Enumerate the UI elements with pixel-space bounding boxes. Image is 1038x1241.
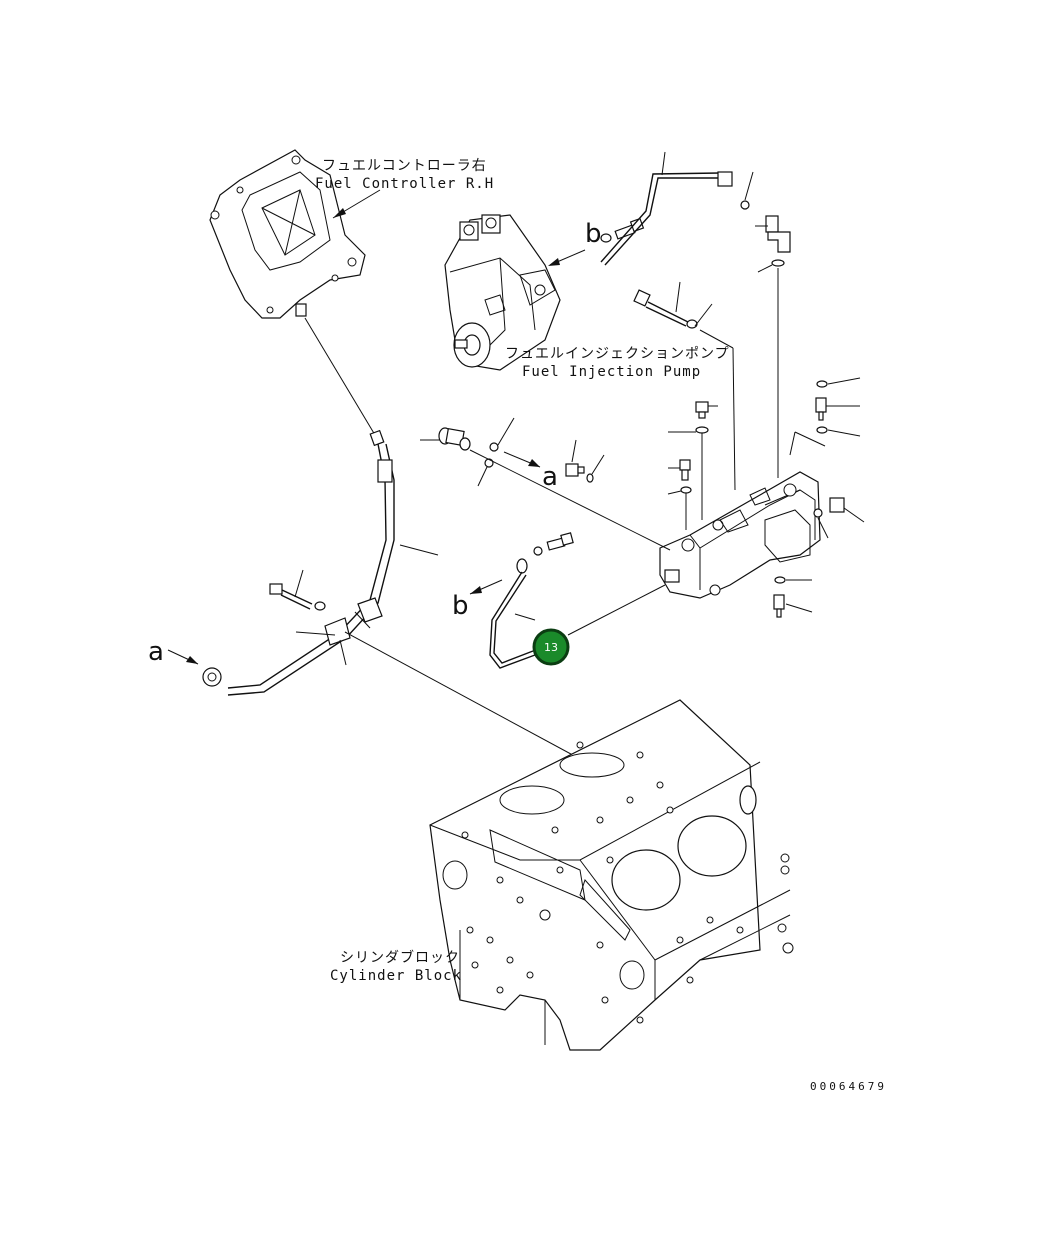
cylinder-block-label-jp: シリンダブロック bbox=[340, 949, 460, 966]
callout-13-label: 13 bbox=[544, 641, 558, 654]
pressure-sensor[interactable] bbox=[438, 427, 471, 451]
hose-clamp[interactable] bbox=[324, 597, 383, 646]
oring-right-3[interactable] bbox=[774, 576, 786, 584]
fuel-injection-pump-label-jp: フュエルインジェクションポンプ bbox=[505, 346, 730, 362]
small-bolt[interactable] bbox=[546, 532, 574, 551]
oring-a-mid[interactable] bbox=[586, 473, 594, 483]
callout-13[interactable]: 13 bbox=[532, 628, 570, 666]
clamp-washer[interactable] bbox=[314, 601, 326, 611]
clamp-bolt[interactable] bbox=[269, 583, 313, 610]
washer-small[interactable] bbox=[533, 546, 543, 556]
arrow-b-mid bbox=[470, 586, 482, 594]
block-leader bbox=[344, 631, 583, 761]
small-pipe-nut[interactable] bbox=[516, 558, 528, 574]
elbow-fitting[interactable] bbox=[765, 215, 791, 253]
fuel-pipe-top[interactable] bbox=[604, 177, 720, 266]
hose-fitting-top[interactable] bbox=[369, 429, 385, 447]
bolt-top[interactable] bbox=[614, 217, 645, 240]
fuel-controller-label-jp: フュエルコントローラ右 bbox=[322, 158, 487, 174]
washer-rail-top[interactable] bbox=[695, 426, 709, 434]
connection-b-top: b bbox=[585, 219, 602, 249]
washer-long-bolt[interactable] bbox=[686, 319, 698, 329]
fitting-a-mid[interactable] bbox=[565, 463, 585, 477]
fuel-hose[interactable] bbox=[227, 443, 387, 689]
oring-elbow[interactable] bbox=[771, 259, 785, 267]
fuel-controller-arrow bbox=[333, 208, 346, 218]
bolt-rail-top[interactable] bbox=[695, 401, 709, 419]
washer-top[interactable] bbox=[600, 233, 612, 243]
fuel-injection-pump-part[interactable] bbox=[444, 214, 561, 371]
fitting-right-2[interactable] bbox=[773, 594, 785, 618]
fuel-controller-label-en: Fuel Controller R.H bbox=[315, 176, 494, 192]
arrow-a-mid bbox=[528, 459, 540, 467]
fuel-rail-assembly[interactable] bbox=[659, 471, 821, 599]
long-bolt[interactable] bbox=[633, 289, 689, 327]
fuel-controller-part[interactable] bbox=[209, 149, 366, 319]
fitting-right-1[interactable] bbox=[815, 397, 827, 421]
fuel-injection-pump-label-en: Fuel Injection Pump bbox=[522, 364, 701, 380]
oring-top-right[interactable] bbox=[740, 200, 750, 210]
drawing-number: 00064679 bbox=[810, 1080, 887, 1093]
oring-sensor-2[interactable] bbox=[484, 458, 494, 468]
pipe-nut-top[interactable] bbox=[717, 171, 733, 187]
hose-sleeve[interactable] bbox=[377, 459, 393, 483]
oring-right-2[interactable] bbox=[816, 426, 828, 434]
connection-a-mid: a bbox=[542, 462, 558, 492]
washer-rail-mid[interactable] bbox=[680, 486, 692, 494]
connection-b-mid: b bbox=[452, 591, 469, 621]
connection-a-left: a bbox=[148, 637, 164, 667]
bolt-rail-mid[interactable] bbox=[679, 459, 691, 481]
small-fuel-pipe[interactable] bbox=[489, 571, 536, 669]
arrow-a-left bbox=[186, 656, 198, 664]
pump-arrow-head bbox=[548, 258, 560, 266]
cylinder-block-label-en: Cylinder Block bbox=[330, 968, 462, 984]
oring-sensor-1[interactable] bbox=[489, 442, 499, 452]
oring-right-1[interactable] bbox=[816, 380, 828, 388]
plug-right[interactable] bbox=[813, 497, 845, 518]
block-side-holes bbox=[777, 853, 794, 954]
cylinder-block-part[interactable] bbox=[429, 699, 791, 1051]
